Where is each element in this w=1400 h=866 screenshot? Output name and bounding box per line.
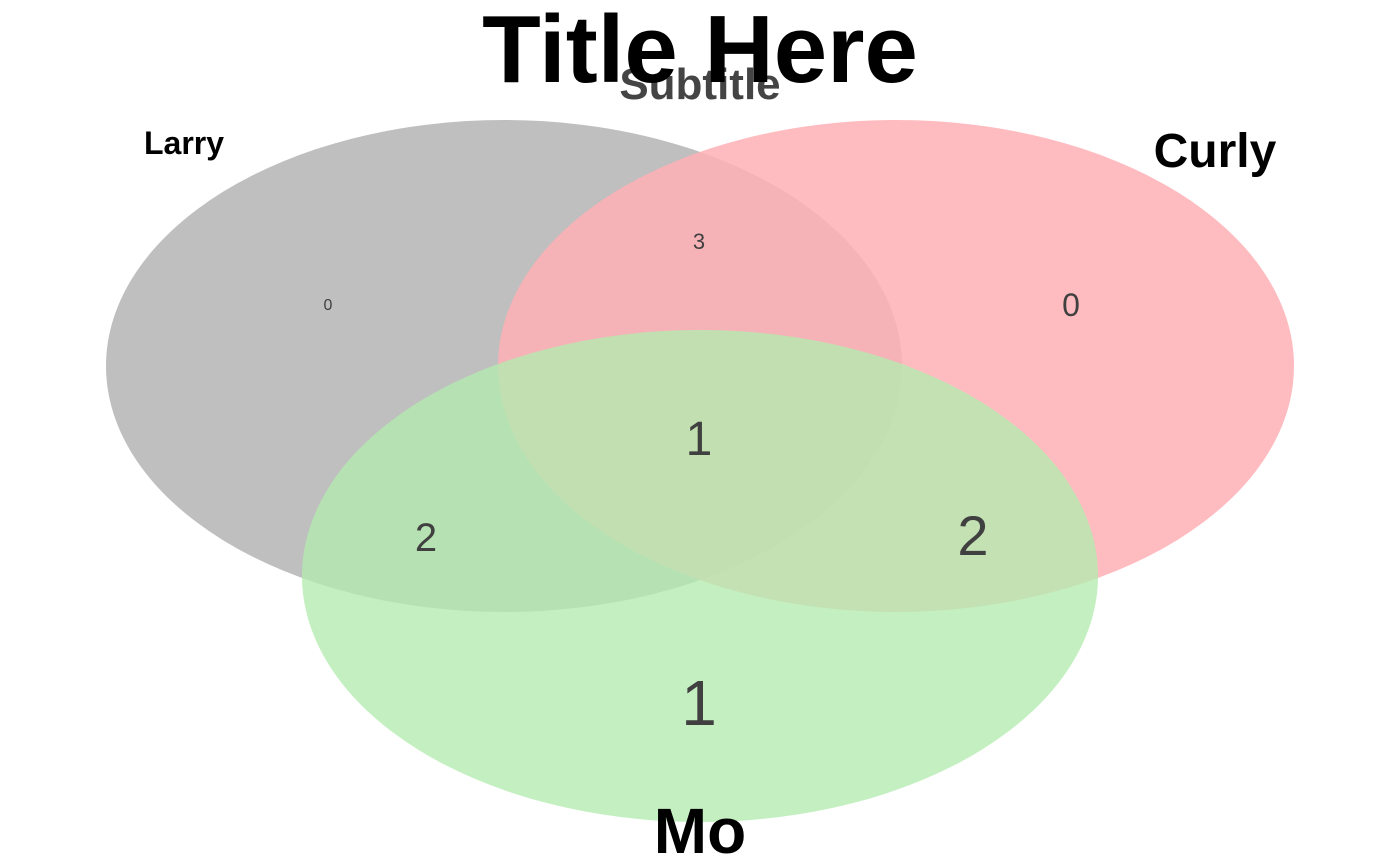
diagram-title: Title Here xyxy=(482,0,918,103)
count-mo-only: 1 xyxy=(681,667,717,739)
count-curly-mo: 2 xyxy=(957,504,988,567)
count-larry-mo: 2 xyxy=(415,516,437,560)
count-curly-only: 0 xyxy=(1062,287,1080,323)
larry-set-label: Larry xyxy=(144,125,224,161)
mo-set-label: Mo xyxy=(654,795,746,866)
mo-set-ellipse xyxy=(302,330,1098,822)
curly-set-label: Curly xyxy=(1154,125,1277,178)
headings: Subtitle Title Here xyxy=(482,0,918,109)
count-all-three: 1 xyxy=(686,413,713,466)
set-labels: Larry Curly Mo xyxy=(144,125,1277,866)
region-counts: 0 3 0 1 2 2 1 xyxy=(324,229,1080,739)
count-larry-only: 0 xyxy=(324,297,333,314)
diagram-subtitle: Subtitle xyxy=(619,60,780,109)
set-ellipses xyxy=(106,120,1294,822)
count-larry-curly: 3 xyxy=(693,229,705,254)
